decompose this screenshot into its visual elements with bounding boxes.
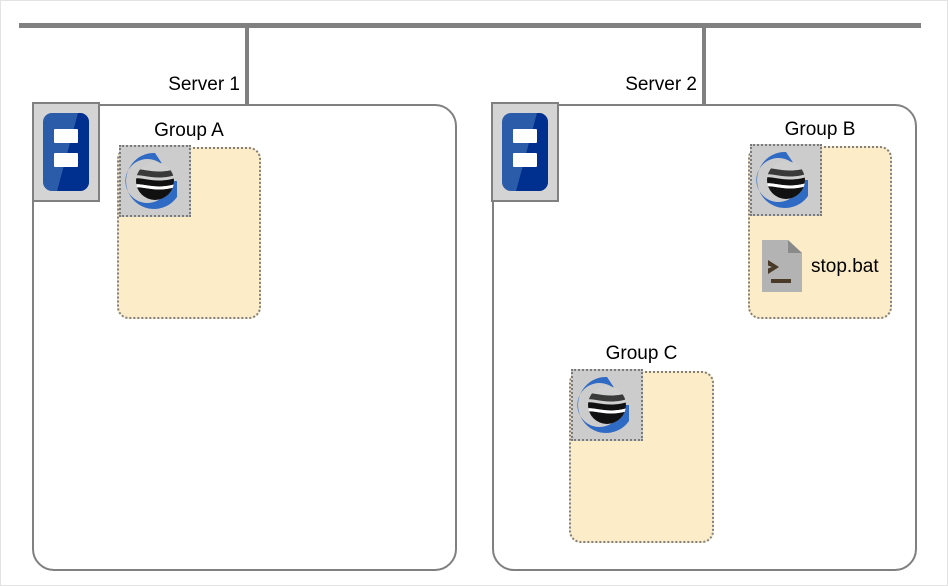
server-chassis <box>502 113 548 191</box>
group-b-instance-1-glassfish-icon[interactable] <box>750 144 822 216</box>
group-a-label: Group A <box>154 120 224 141</box>
group-c-label: Group C <box>605 343 678 364</box>
group-a-instance-1-glassfish-icon[interactable] <box>119 145 191 217</box>
server-2-box <box>492 104 917 571</box>
group-b-label: Group B <box>784 119 856 140</box>
group-b-file-1-item[interactable]: stop.bat <box>762 240 879 292</box>
network-drop-line-server-1 <box>245 26 249 105</box>
server-slot-bar <box>54 129 78 143</box>
group-b-file-1-label: stop.bat <box>811 255 879 277</box>
group-c-instance-1-glassfish-icon[interactable] <box>571 369 643 441</box>
network-drop-line-server-2 <box>702 26 706 105</box>
server-slot-bar <box>54 153 78 167</box>
server-2-machine-icon <box>491 102 559 202</box>
server-slot-bar <box>513 129 537 143</box>
server-1-machine-icon <box>32 102 100 202</box>
network-bus-horizontal <box>19 23 921 28</box>
bat-script-icon <box>762 240 802 292</box>
server-1-box <box>32 104 457 571</box>
server-2-label: Server 2 <box>625 74 697 95</box>
server-1-label: Server 1 <box>168 74 240 95</box>
server-slot-bar <box>513 153 537 167</box>
server-chassis <box>43 113 89 191</box>
